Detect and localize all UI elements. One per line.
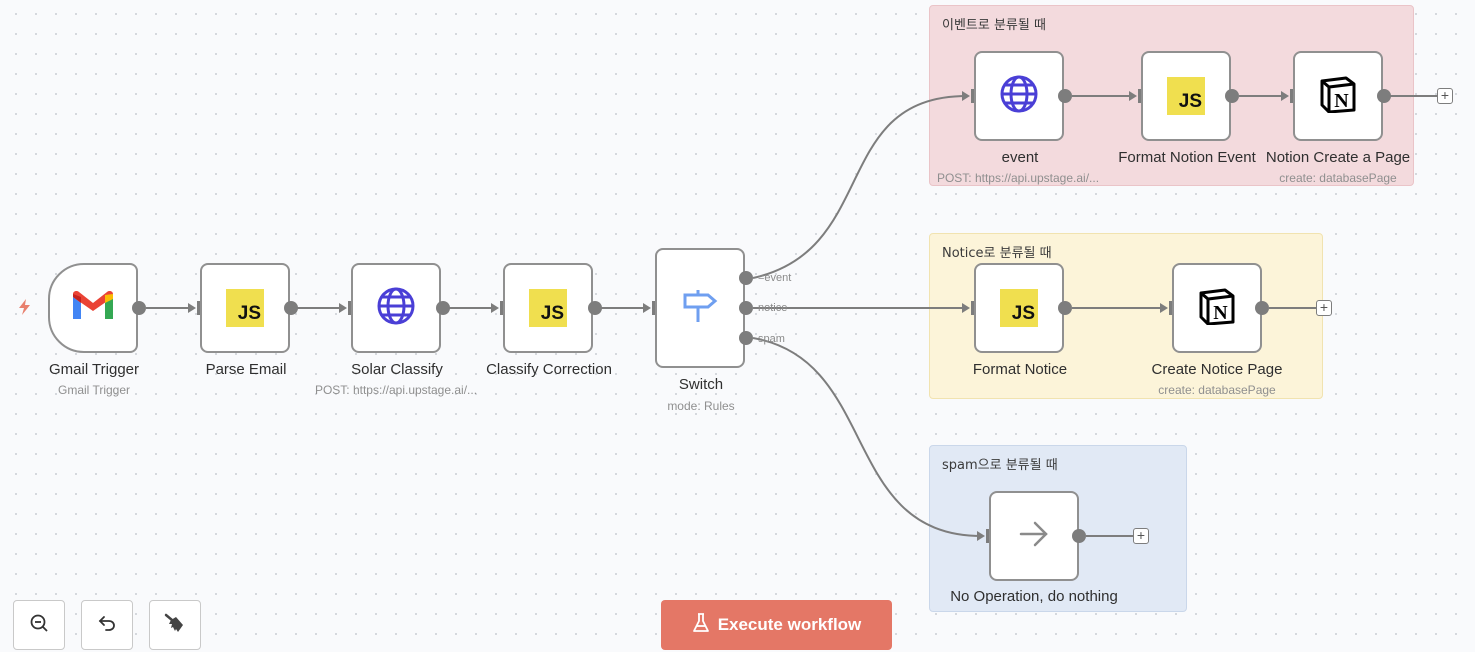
node-subtitle: POST: https://api.upstage.ai/... — [314, 383, 478, 397]
add-node-button[interactable]: + — [1133, 528, 1149, 544]
node-format-notion-event[interactable]: JS — [1141, 51, 1231, 141]
node-subtitle: mode: Rules — [667, 399, 735, 413]
output-port[interactable] — [1072, 529, 1086, 543]
output-port[interactable] — [588, 301, 602, 315]
node-solar-classify[interactable] — [351, 263, 441, 353]
node-label: Notion Create a Page — [1265, 149, 1411, 166]
output-port[interactable] — [1377, 89, 1391, 103]
signpost-icon — [682, 289, 718, 328]
output-port[interactable] — [1058, 89, 1072, 103]
zoom-out-button[interactable] — [13, 600, 65, 650]
node-subtitle: POST: https://api.upstage.ai/... — [936, 171, 1100, 185]
node-label: event — [1001, 149, 1039, 166]
port-label-event: =event — [758, 272, 792, 284]
output-port[interactable] — [132, 301, 146, 315]
arrow-right-icon — [1019, 521, 1049, 552]
node-subtitle: create: databasePage — [1279, 171, 1397, 185]
execute-workflow-button[interactable]: Execute workflow — [661, 600, 892, 650]
node-subtitle: Gmail Trigger — [57, 383, 131, 397]
node-label: Create Notice Page — [1151, 361, 1283, 378]
undo-icon — [97, 613, 117, 638]
edge-switch-spam — [752, 337, 983, 537]
javascript-icon: JS — [1000, 289, 1038, 327]
output-port-spam[interactable] — [739, 331, 753, 345]
node-subtitle: create: databasePage — [1158, 383, 1276, 397]
output-port-event[interactable] — [739, 271, 753, 285]
sticky-title: spam으로 분류될 때 — [942, 458, 1058, 473]
undo-button[interactable] — [81, 600, 133, 650]
port-label-notice: notice — [758, 302, 788, 314]
output-port[interactable] — [1225, 89, 1239, 103]
node-label: Format Notice — [972, 361, 1068, 378]
zoom-out-icon — [29, 613, 49, 638]
node-label: Gmail Trigger — [48, 361, 140, 378]
output-port[interactable] — [1255, 301, 1269, 315]
node-label: Classify Correction — [486, 361, 612, 378]
output-port[interactable] — [284, 301, 298, 315]
output-port-notice[interactable] — [739, 301, 753, 315]
node-switch[interactable] — [655, 248, 745, 368]
node-event[interactable] — [974, 51, 1064, 141]
node-classify-correction[interactable]: JS — [503, 263, 593, 353]
javascript-icon: JS — [529, 289, 567, 327]
globe-icon — [376, 286, 416, 331]
clear-execution-button[interactable] — [149, 600, 201, 650]
broom-icon — [164, 612, 186, 639]
notion-icon: N — [1319, 75, 1357, 118]
notion-icon: N — [1198, 287, 1236, 330]
node-label: Solar Classify — [351, 361, 443, 378]
node-gmail-trigger[interactable] — [48, 263, 138, 353]
add-node-button[interactable]: + — [1316, 300, 1332, 316]
add-node-button[interactable]: + — [1437, 88, 1453, 104]
port-label-spam: spam — [758, 333, 785, 345]
node-label: No Operation, do nothing — [950, 588, 1118, 605]
output-port[interactable] — [1058, 301, 1072, 315]
node-parse-email[interactable]: JS — [200, 263, 290, 353]
sticky-title: Notice로 분류될 때 — [942, 246, 1052, 261]
node-label: Parse Email — [205, 361, 287, 378]
node-label: Format Notion Event — [1118, 149, 1256, 166]
node-notion-create-page[interactable]: N — [1293, 51, 1383, 141]
edge-switch-event — [752, 95, 968, 279]
javascript-icon: JS — [1167, 77, 1205, 115]
globe-icon — [999, 74, 1039, 119]
execute-workflow-label: Execute workflow — [717, 615, 862, 634]
lightning-icon — [18, 299, 32, 320]
gmail-icon — [73, 290, 113, 326]
node-format-notice[interactable]: JS — [974, 263, 1064, 353]
node-label: Switch — [678, 376, 724, 393]
svg-text:N: N — [1213, 302, 1228, 324]
node-no-operation[interactable] — [989, 491, 1079, 581]
node-create-notice-page[interactable]: N — [1172, 263, 1262, 353]
flask-icon — [692, 612, 710, 638]
javascript-icon: JS — [226, 289, 264, 327]
svg-text:N: N — [1334, 90, 1349, 112]
sticky-title: 이벤트로 분류될 때 — [942, 18, 1046, 33]
output-port[interactable] — [436, 301, 450, 315]
